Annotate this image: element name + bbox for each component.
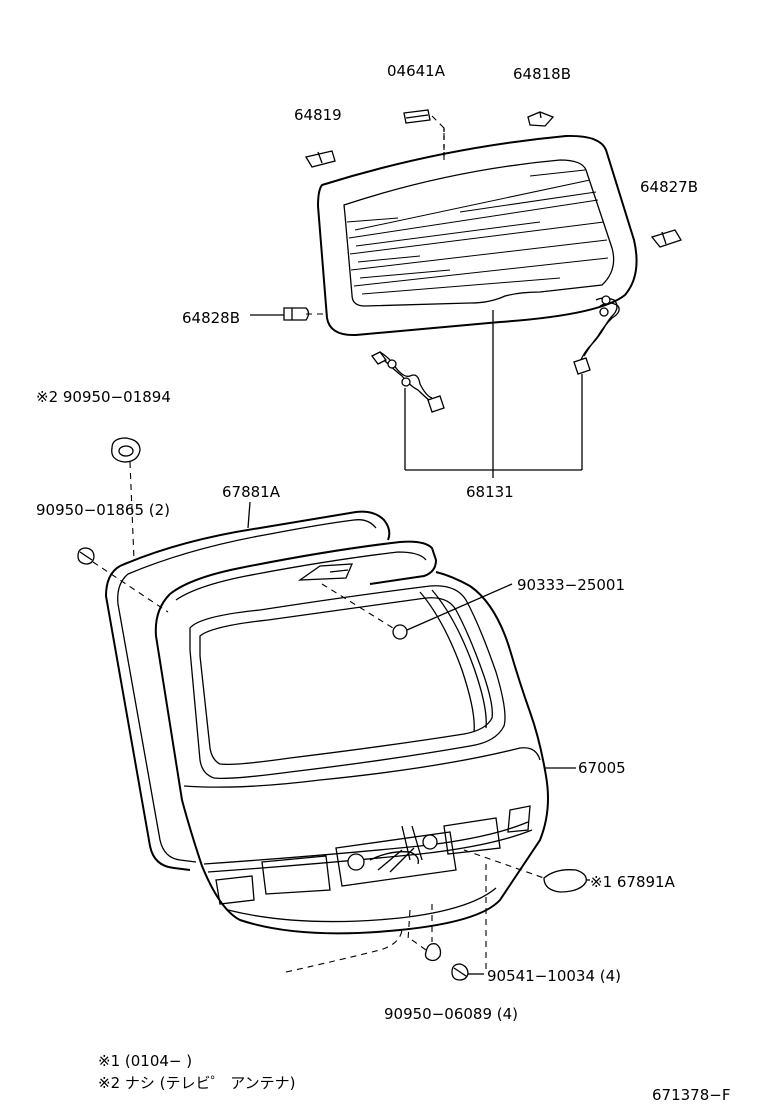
part-90950-01894 (111, 437, 141, 561)
part-64819 (304, 150, 336, 168)
part-90541-10034 (451, 864, 487, 981)
label-04641A: 04641A (387, 62, 446, 80)
part-90950-06089 (411, 904, 442, 962)
label-90950-01894: ※2 90950−01894 (36, 388, 171, 406)
leader-68131 (405, 310, 582, 478)
body-outline-dashed (285, 909, 411, 973)
label-64818B: 64818B (513, 65, 571, 83)
label-90333-25001: 90333−25001 (517, 576, 625, 594)
part-64818B (527, 111, 555, 127)
part-90950-01865 (77, 547, 169, 613)
label-68131: 68131 (466, 483, 514, 501)
footnote-1: ※1 (0104− ) (98, 1052, 192, 1070)
diagram-id: 671378−F (652, 1086, 730, 1104)
label-67881A: 67881A (222, 483, 281, 501)
wire-harness-right (573, 295, 620, 470)
part-67891A (463, 849, 590, 893)
label-64828B: 64828B (182, 309, 240, 327)
label-67005: 67005 (578, 759, 626, 777)
label-64819: 64819 (294, 106, 342, 124)
part-64828B (250, 307, 310, 321)
label-67891A: ※1 67891A (590, 873, 676, 891)
back-door-panel (154, 540, 576, 935)
label-90541-10034: 90541−10034 (4) (487, 967, 621, 985)
label-64827B: 64827B (640, 178, 698, 196)
latch-assembly (335, 825, 457, 887)
back-glass (316, 134, 638, 337)
part-64827B (650, 229, 682, 248)
label-90950-01865: 90950−01865 (2) (36, 501, 170, 519)
wire-harness-left (371, 351, 445, 470)
weatherstrip-67881A (104, 501, 391, 871)
defogger-lines (346, 169, 609, 295)
part-90333-25001 (321, 583, 513, 640)
part-04641A (403, 109, 445, 160)
footnote-2: ※2 ナシ (テレビ゜ アンテナ) (98, 1074, 296, 1092)
label-90950-06089: 90950−06089 (4) (384, 1005, 518, 1023)
